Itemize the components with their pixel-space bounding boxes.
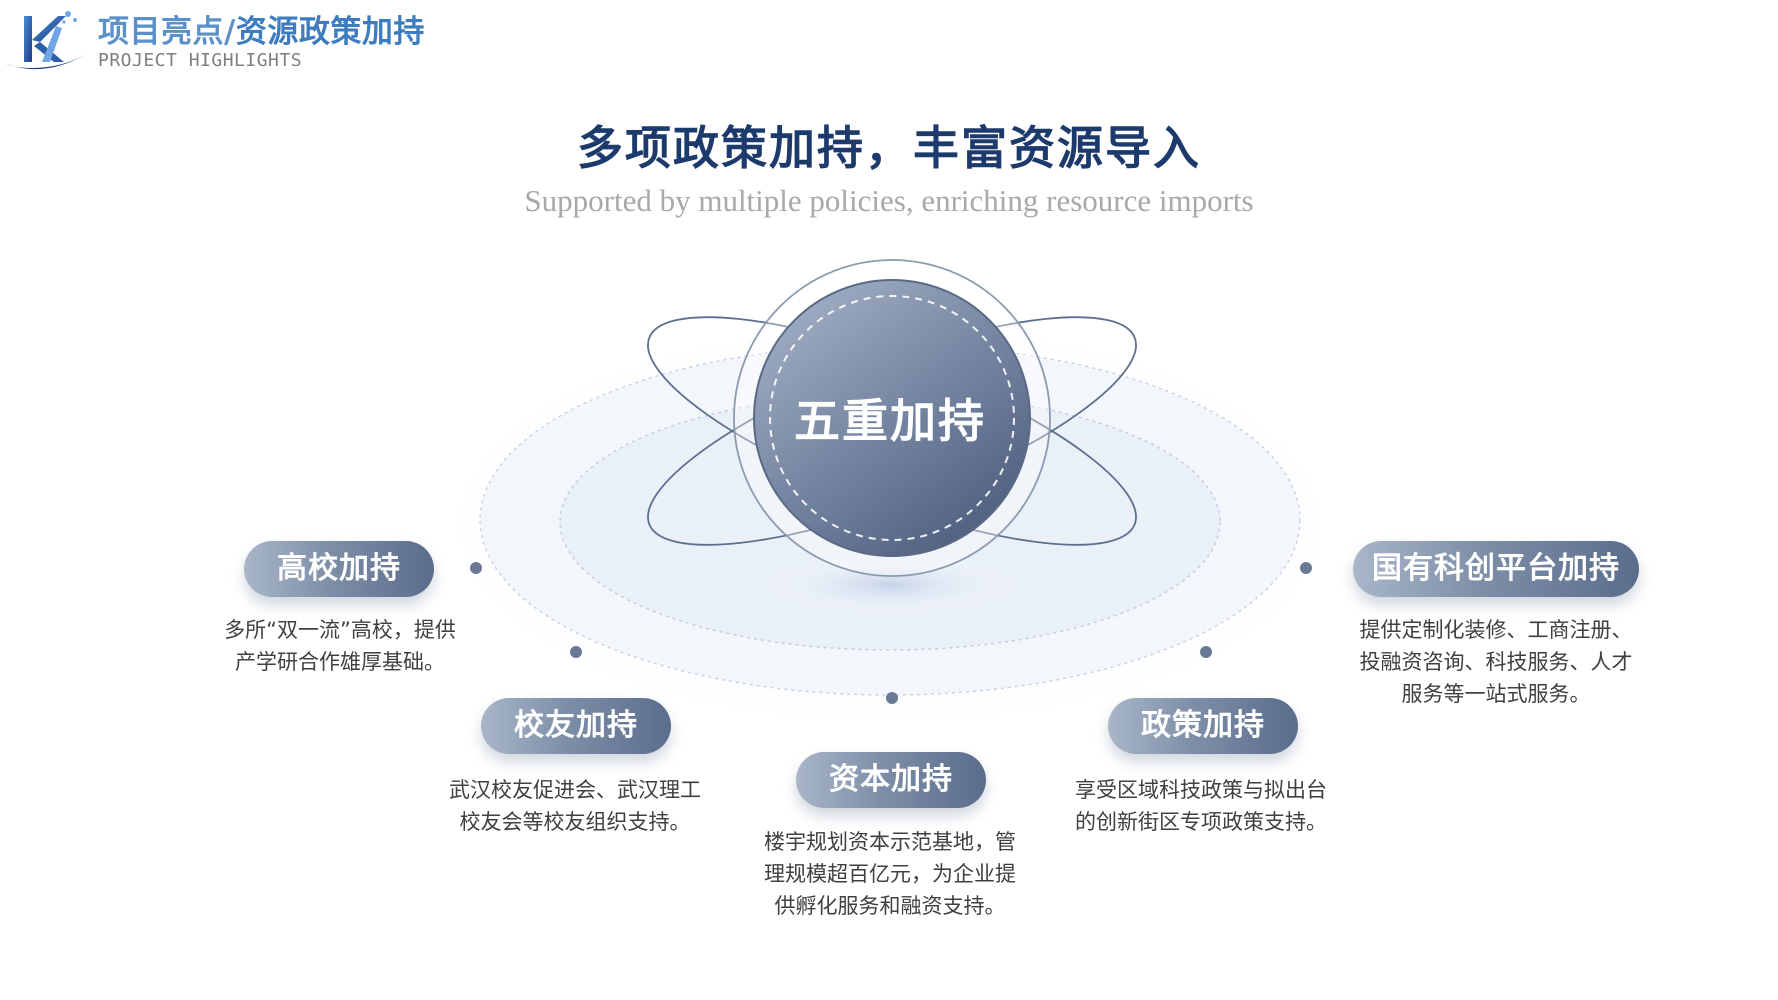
sphere-shadow — [760, 555, 1020, 615]
logo-icon — [6, 11, 86, 70]
header-title: 项目亮点/资源政策加持 — [98, 6, 425, 51]
header-subtitle: PROJECT HIGHLIGHTS — [98, 50, 303, 71]
header-title-accent: 资源政策加持 — [235, 14, 425, 50]
center-label: 五重加持 — [794, 394, 986, 448]
pill-university: 高校加持 — [244, 541, 434, 597]
connector-dots — [470, 562, 1312, 704]
pill-alumni: 校友加持 — [481, 698, 671, 754]
desc-line: 供孵化服务和融资支持。 — [774, 894, 1006, 918]
desc-line: 校友会等校友组织支持。 — [459, 810, 691, 834]
desc-line: 多所“双一流”高校，提供 — [224, 618, 456, 642]
header-title-prefix: 项目亮点/ — [98, 14, 236, 50]
pill-capital: 资本加持 — [796, 752, 986, 808]
desc-line: 提供定制化装修、工商注册、 — [1359, 618, 1633, 642]
desc-line: 的创新街区专项政策支持。 — [1075, 810, 1327, 834]
desc-state-platform: 提供定制化装修、工商注册、 投融资咨询、科技服务、人才 服务等一站式服务。 — [1336, 614, 1656, 710]
desc-line: 投融资咨询、科技服务、人才 — [1359, 650, 1633, 674]
pill-policy: 政策加持 — [1108, 698, 1298, 754]
desc-line: 武汉校友促进会、武汉理工 — [449, 778, 701, 802]
main-subtitle: Supported by multiple policies, enrichin… — [524, 183, 1254, 218]
desc-line: 服务等一站式服务。 — [1401, 682, 1591, 706]
desc-line: 享受区域科技政策与拟出台 — [1075, 778, 1327, 802]
desc-line: 楼宇规划资本示范基地，管 — [764, 830, 1016, 854]
main-title: 多项政策加持，丰富资源导入 — [577, 121, 1201, 175]
pill-state-platform: 国有科创平台加持 — [1353, 541, 1639, 597]
desc-capital: 楼宇规划资本示范基地，管 理规模超百亿元，为企业提 供孵化服务和融资支持。 — [740, 826, 1040, 922]
sphere-dashed-ring — [769, 295, 1015, 541]
desc-alumni: 武汉校友促进会、武汉理工 校友会等校友组织支持。 — [420, 774, 730, 838]
header: 项目亮点/资源政策加持 PROJECT HIGHLIGHTS — [0, 0, 600, 90]
desc-university: 多所“双一流”高校，提供 产学研合作雄厚基础。 — [190, 614, 490, 678]
desc-line: 产学研合作雄厚基础。 — [235, 650, 445, 674]
desc-line: 理规模超百亿元，为企业提 — [764, 862, 1016, 886]
sphere — [753, 279, 1031, 557]
desc-policy: 享受区域科技政策与拟出台 的创新街区专项政策支持。 — [1046, 774, 1356, 838]
